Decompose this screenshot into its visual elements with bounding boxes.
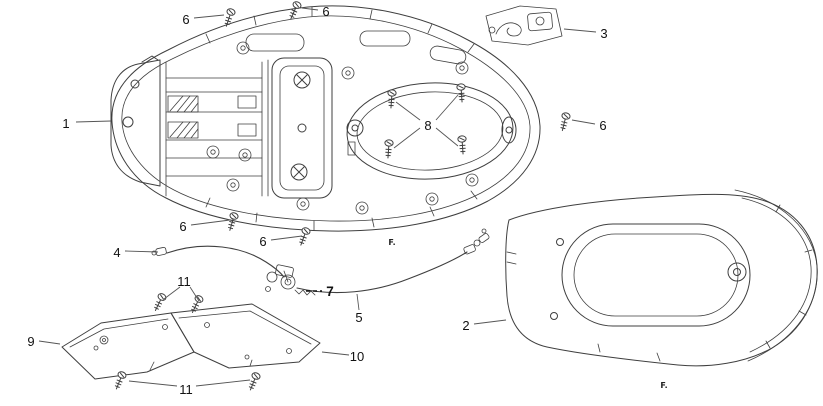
leader-lines [38,7,597,387]
callout-part-3: 3 [600,26,607,41]
floor-ribs [165,59,269,197]
diagram-mark: F. [388,238,395,247]
callout-part-11-a: 11 [177,274,191,289]
lock-assembly [485,5,563,46]
screw-icon [246,371,262,392]
callout-part-6-a: 6 [182,12,189,27]
callout-part-8: 8 [424,118,431,133]
screw-bosses [206,41,479,215]
callout-labels: 1 6 6 3 6 8 6 6 4 7 5 2 11 9 10 11 [27,4,607,397]
screw-icon [457,135,468,155]
luggage-box [110,5,541,232]
callout-part-2: 2 [462,318,469,333]
screw-icon [221,7,237,29]
screws-11 [112,291,262,392]
screw-icon [286,0,303,21]
center-column [271,57,333,199]
callout-part-6-c: 6 [599,118,606,133]
callout-part-9: 9 [27,334,34,349]
callout-part-11-b: 11 [179,382,193,397]
side-cover-right [170,303,321,369]
front-bracket [110,55,161,187]
screw-icon [112,370,128,391]
rim-notches [205,6,478,231]
callout-part-10: 10 [350,349,364,364]
seat-notches [506,251,661,362]
callout-part-6-d: 6 [179,219,186,234]
callout-part-5: 5 [355,310,362,325]
screw-icon [557,111,572,133]
screw-icon [456,83,467,103]
callout-part-1: 1 [62,116,69,131]
hatched-pads [167,95,199,139]
side-cover-left [61,312,195,380]
screw-icon [386,89,397,109]
release-cable-rear [296,228,490,294]
seat [505,189,818,367]
callout-part-7: 7 [326,284,334,299]
callout-part-6-e: 6 [259,234,266,249]
callout-part-4: 4 [113,245,120,260]
screw-icon [383,139,394,159]
release-cable-front [151,245,285,278]
callout-part-6-b: 6 [322,4,329,19]
screw-icon [151,291,168,313]
helmet-well-opening [346,82,514,180]
hinge-slot [501,116,517,144]
diagram-mark: F. [660,381,667,390]
screws-6 [221,0,572,247]
cowl-ticks [765,204,813,349]
latch-mechanism [265,264,316,296]
